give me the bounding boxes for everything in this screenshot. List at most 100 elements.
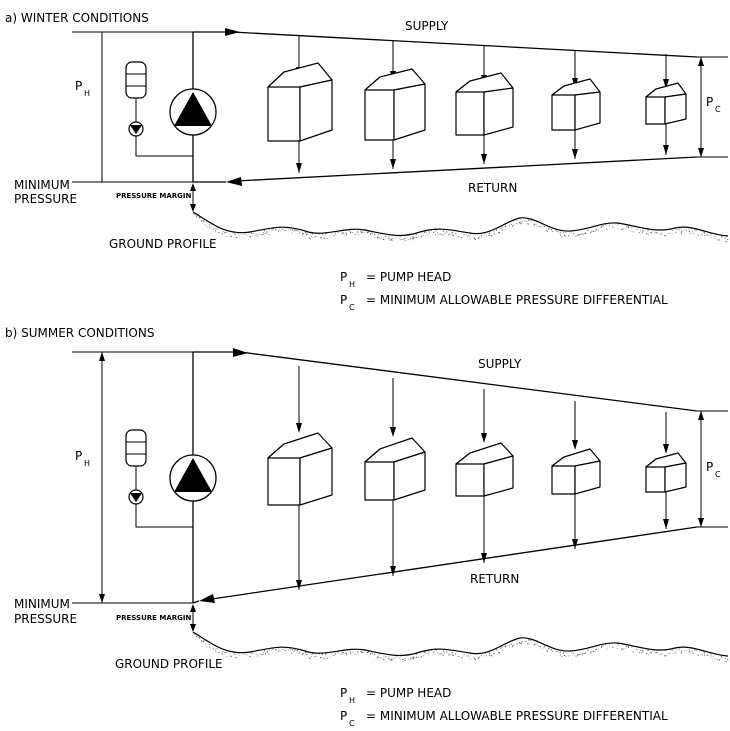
ground-stipple-dot — [235, 656, 238, 659]
ground-stipple-dot — [320, 656, 322, 659]
ground-stipple-dot — [480, 655, 482, 657]
ground-stipple-dot — [602, 645, 604, 647]
ground-stipple-dot — [691, 651, 693, 653]
ground-stipple-dot — [433, 651, 435, 653]
ground-stipple-dot — [287, 649, 289, 651]
ground-profile-label: GROUND PROFILE — [109, 237, 217, 251]
ground-stipple-dot — [216, 648, 218, 650]
ground-stipple-dot — [410, 659, 412, 661]
ground-stipple-dot — [495, 228, 497, 230]
ground-stipple-dot — [248, 236, 250, 238]
ground-stipple-dot — [367, 651, 369, 653]
ground-stipple-dot — [246, 235, 248, 236]
ground-stipple-dot — [316, 656, 318, 657]
ground-stipple-dot — [584, 233, 585, 235]
ground-stipple-dot — [354, 233, 356, 235]
ground-stipple-dot — [559, 654, 562, 656]
ground-stipple-dot — [377, 236, 379, 238]
ground-stipple-dot — [474, 657, 476, 659]
ground-stipple-dot — [458, 236, 460, 237]
ground-stipple-dot — [451, 231, 453, 234]
ground-stipple-dot — [249, 656, 251, 658]
ground-stipple-dot — [194, 213, 196, 216]
ground-stipple-dot — [275, 229, 277, 231]
ground-stipple-dot — [203, 640, 205, 642]
ground-stipple-dot — [500, 646, 502, 648]
ground-stipple-dot — [340, 653, 342, 655]
ground-stipple-dot — [446, 231, 448, 233]
ground-stipple-dot — [727, 658, 729, 661]
ground-stipple-dot — [434, 231, 436, 232]
ground-stipple-dot — [488, 655, 490, 656]
ground-stipple-dot — [694, 649, 696, 651]
ground-stipple-dot — [407, 658, 409, 660]
legend-text: = PUMP HEAD — [366, 270, 451, 284]
ground-stipple-dot — [290, 229, 292, 231]
ground-stipple-dot — [587, 649, 589, 651]
ground-stipple-dot — [720, 236, 723, 238]
ground-stipple-dot — [510, 643, 512, 645]
ground-stipple-dot — [659, 233, 661, 235]
ground-stipple-dot — [491, 235, 493, 237]
ground-stipple-dot — [489, 232, 491, 234]
ground-stipple-dot — [420, 236, 423, 238]
ground-stipple-dot — [534, 223, 536, 225]
ground-stipple-dot — [301, 234, 303, 236]
ground-stipple-dot — [437, 652, 439, 654]
ground-stipple-dot — [285, 229, 287, 231]
ground-stipple-dot — [565, 652, 567, 654]
ground-stipple-dot — [299, 651, 301, 653]
ground-stipple-dot — [661, 652, 663, 654]
ground-stipple-dot — [625, 648, 627, 649]
ground-stipple-dot — [530, 219, 532, 221]
ground-stipple-dot — [360, 650, 362, 652]
ground-stipple-dot — [318, 234, 320, 236]
ground-stipple-dot — [389, 659, 391, 661]
ground-stipple-dot — [352, 652, 354, 654]
ground-stipple-dot — [239, 235, 241, 236]
ground-stipple-dot — [383, 236, 385, 238]
ground-stipple-dot — [442, 230, 445, 232]
ground-stipple-dot — [536, 224, 538, 226]
ground-stipple-dot — [423, 651, 426, 653]
ground-stipple-dot — [214, 650, 216, 652]
ground-stipple-dot — [512, 224, 514, 226]
ground-stipple-dot — [323, 237, 325, 239]
ground-stipple-dot — [461, 656, 463, 659]
ground-stipple-dot — [523, 220, 525, 222]
ground-stipple-dot — [493, 230, 495, 232]
ground-stipple-dot — [637, 229, 639, 230]
ground-stipple-dot — [570, 232, 572, 234]
ground-stipple-dot — [199, 637, 201, 639]
ground-stipple-dot — [264, 652, 267, 655]
ground-stipple-dot — [502, 226, 504, 228]
legend-text: = PUMP HEAD — [366, 686, 451, 700]
ground-stipple-dot — [617, 224, 619, 226]
ground-stipple-dot — [239, 655, 241, 656]
ground-stipple-dot — [453, 235, 454, 236]
building-icon — [267, 35, 333, 173]
ground-stipple-dot — [356, 233, 357, 235]
ground-stipple-dot — [426, 652, 428, 654]
ground-stipple-dot — [249, 236, 251, 238]
ground-profile — [192, 631, 729, 663]
ground-stipple-dot — [329, 656, 331, 658]
ground-stipple-dot — [221, 653, 223, 655]
ground-stipple-dot — [229, 656, 231, 658]
ground-stipple-dot — [378, 234, 380, 236]
ground-stipple-dot — [210, 226, 212, 228]
ground-stipple-dot — [404, 657, 406, 659]
minimum-label: MINIMUM — [14, 178, 70, 192]
ground-stipple-dot — [293, 650, 294, 652]
ground-stipple-dot — [248, 656, 250, 658]
ground-stipple-dot — [554, 650, 556, 652]
ground-stipple-dot — [538, 225, 539, 227]
ground-stipple-dot — [415, 236, 417, 239]
ground-stipple-dot — [466, 235, 468, 237]
ground-stipple-dot — [511, 645, 513, 647]
pressure-label: PRESSURE — [14, 612, 77, 626]
ground-stipple-dot — [627, 226, 630, 228]
ground-stipple-dot — [543, 225, 545, 228]
ground-stipple-dot — [714, 657, 716, 659]
ground-stipple-dot — [275, 649, 277, 651]
